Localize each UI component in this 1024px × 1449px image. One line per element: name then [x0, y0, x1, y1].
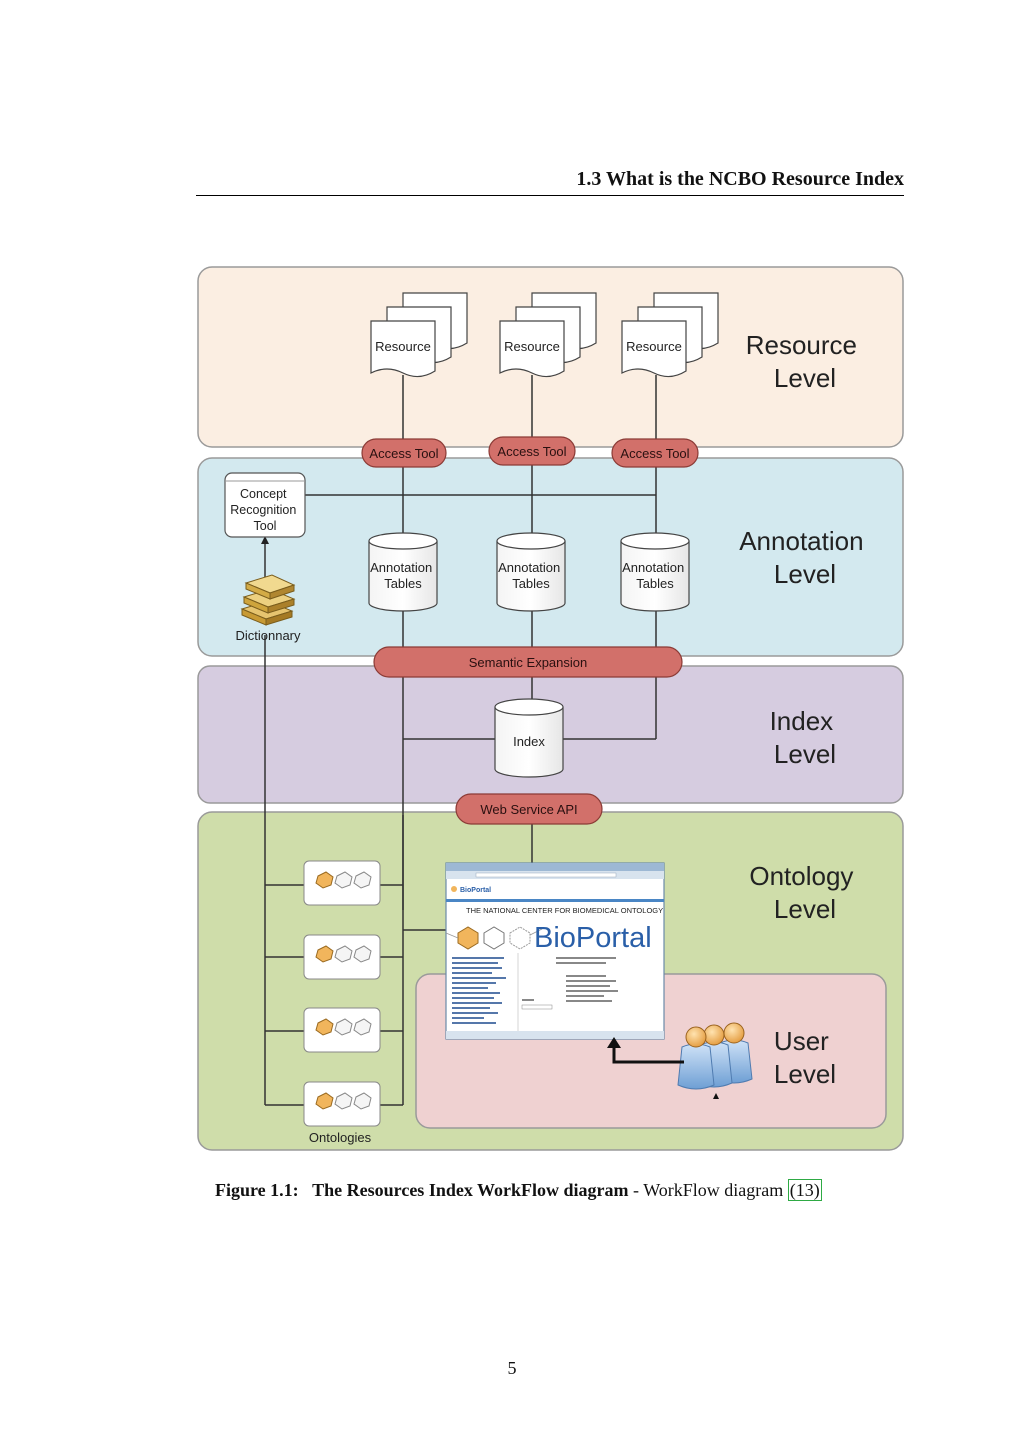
annotation-tables-label-3: Annotation Tables [622, 560, 688, 591]
ontology-card-1 [303, 860, 381, 906]
semantic-expansion-label: Semantic Expansion [469, 655, 588, 670]
bioportal-sidebar-links [452, 957, 506, 1024]
page-number: 5 [507, 1358, 517, 1378]
access-tool-pill-3: Access Tool [611, 438, 699, 468]
header-rule [196, 195, 904, 196]
caption-title: The Resources Index WorkFlow diagram [312, 1180, 629, 1200]
bioportal-banner: THE NATIONAL CENTER FOR BIOMEDICAL ONTOL… [466, 906, 663, 915]
ontology-card-2 [303, 934, 381, 980]
resource-label-1: Resource [375, 339, 431, 354]
figure-caption: Figure 1.1: The Resources Index WorkFlow… [215, 1175, 895, 1205]
user-arrowhead [607, 1037, 621, 1048]
user-group-icon [677, 1022, 753, 1090]
resource-stack-1: Resource [370, 292, 468, 378]
annotation-tables-1: Annotation Tables [368, 532, 438, 612]
user-level-label: User Level [774, 1026, 836, 1089]
caption-separator: - [633, 1180, 640, 1200]
concept-tool-label: Concept Recognition Tool [230, 487, 300, 533]
annotation-tables-label-1: Annotation Tables [370, 560, 436, 591]
user-small-marker [713, 1093, 719, 1099]
annotation-level-label: Annotation Level [739, 526, 871, 589]
bioportal-screenshot: BioPortal THE NATIONAL CENTER FOR BIOMED… [445, 862, 665, 1040]
dictionary-arrowhead [261, 536, 269, 544]
ontology-card-4 [303, 1081, 381, 1127]
workflow-diagram: Resource Level Annotation Level Index Le… [197, 266, 904, 1151]
index-level-label: Index Level [770, 706, 841, 769]
ontology-level-label: Ontology Level [749, 861, 860, 924]
access-tool-label-2: Access Tool [497, 444, 566, 459]
web-service-api-label: Web Service API [480, 802, 577, 817]
caption-reference-link[interactable]: (13) [787, 1179, 822, 1201]
bioportal-logo: BioPortal [534, 922, 652, 954]
running-head: 1.3 What is the NCBO Resource Index [576, 168, 904, 190]
user-to-bioportal-arrow [612, 1047, 684, 1064]
resource-label-2: Resource [504, 339, 560, 354]
bioportal-content-text [521, 957, 618, 1010]
semantic-expansion-pill: Semantic Expansion [373, 646, 683, 678]
dictionary-label: Dictionnary [235, 628, 301, 643]
access-tool-label-3: Access Tool [620, 446, 689, 461]
caption-label: Figure 1.1: [215, 1180, 299, 1200]
access-tool-label-1: Access Tool [369, 446, 438, 461]
resource-label-3: Resource [626, 339, 682, 354]
access-tool-pill-2: Access Tool [488, 436, 576, 466]
ontologies-label: Ontologies [309, 1130, 372, 1145]
caption-text: WorkFlow diagram [643, 1180, 784, 1200]
resource-stack-3: Resource [621, 292, 719, 378]
concept-recognition-tool: Concept Recognition Tool [224, 472, 306, 538]
annotation-tables-label-2: Annotation Tables [498, 560, 564, 591]
ontology-card-3 [303, 1007, 381, 1053]
bioportal-logo-hexagons [445, 926, 543, 950]
bioportal-small-logo: BioPortal [460, 887, 491, 894]
dictionary-books-icon [240, 574, 296, 626]
access-tool-pill-1: Access Tool [361, 438, 447, 468]
resource-level-label: Resource Level [746, 330, 865, 393]
index-label: Index [513, 734, 545, 749]
web-service-api-pill: Web Service API [455, 793, 603, 825]
annotation-tables-3: Annotation Tables [620, 532, 690, 612]
index-cylinder: Index [494, 698, 564, 778]
annotation-tables-2: Annotation Tables [496, 532, 566, 612]
resource-stack-2: Resource [499, 292, 597, 378]
